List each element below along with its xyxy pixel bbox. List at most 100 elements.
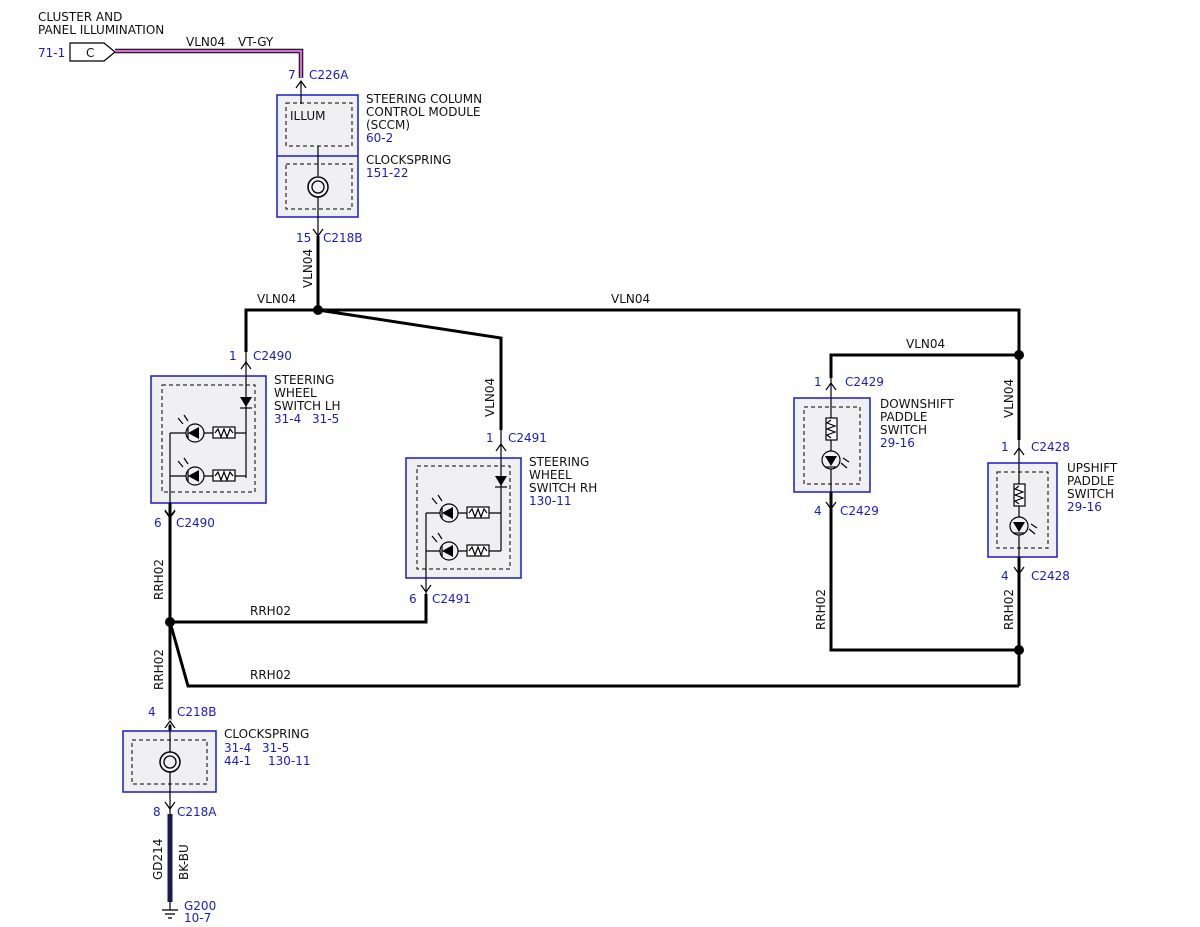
- rh-led-2-tri: [442, 545, 453, 557]
- wire-label-rrh02-up: RRH02: [1002, 589, 1016, 630]
- connector-c-letter: C: [86, 46, 94, 60]
- ground-ref[interactable]: 10-7: [184, 911, 211, 925]
- clock-low-pin-bottom: 8: [153, 805, 161, 819]
- lh-conn-bottom[interactable]: C2490: [176, 516, 215, 530]
- clockspring-icon-top-inner: [311, 180, 325, 194]
- lh-title-3: SWITCH LH: [274, 399, 341, 413]
- up-pin-top: 1: [1001, 440, 1009, 454]
- rh-title-1: STEERING: [529, 455, 589, 469]
- rh-res-2-zig: [468, 545, 488, 557]
- sccm-title-1: STEERING COLUMN: [366, 92, 482, 106]
- clock-low-ref-3[interactable]: 44-1: [224, 754, 251, 768]
- rh-pin-bottom: 6: [409, 592, 417, 606]
- rh-conn-bottom[interactable]: C2491: [432, 592, 471, 606]
- lh-led-1-rays: [177, 414, 189, 425]
- sccm-ref[interactable]: 60-2: [366, 131, 393, 145]
- rh-led-1-tri: [442, 507, 453, 519]
- wire-label-rrh02-lh: RRH02: [152, 559, 166, 600]
- down-ref[interactable]: 29-16: [880, 436, 915, 450]
- sccm-conn-bottom[interactable]: C218B: [323, 231, 363, 245]
- sccm-clock-title: CLOCKSPRING: [366, 153, 451, 167]
- rh-resistor-1-icon: [466, 506, 490, 519]
- sccm-clock-ref[interactable]: 151-22: [366, 166, 409, 180]
- wire-label-rrh02-long: RRH02: [250, 668, 291, 682]
- splice-rrh02-right: [1014, 645, 1024, 655]
- rh-pin-top: 1: [486, 431, 494, 445]
- rh-led-1-rays: [431, 494, 443, 505]
- lh-ref-1[interactable]: 31-4: [274, 412, 301, 426]
- down-conn-top[interactable]: C2429: [845, 375, 884, 389]
- clock-low-ref-4[interactable]: 130-11: [268, 754, 311, 768]
- sccm-pin-bottom: 15: [296, 231, 311, 245]
- rh-resistor-2-icon: [466, 544, 490, 557]
- connector-c-shape: [69, 42, 116, 62]
- wire-label-vln04-rh: VLN04: [483, 378, 497, 417]
- clock-low-bottom-arrow: [164, 801, 176, 811]
- clock-low-ref-2[interactable]: 31-5: [262, 741, 289, 755]
- lh-conn-top[interactable]: C2490: [253, 349, 292, 363]
- up-led-tri: [1013, 522, 1025, 532]
- ground-name[interactable]: G200: [184, 899, 216, 913]
- clock-low-ref-1[interactable]: 31-4: [224, 741, 251, 755]
- switch-lh-dash: [161, 384, 256, 493]
- down-led-tri: [825, 456, 837, 466]
- wire-rrh02-down: [829, 492, 1019, 652]
- clock-low-top-arrow: [164, 719, 176, 729]
- up-pin-bottom: 4: [1001, 569, 1009, 583]
- down-pin-top: 1: [814, 375, 822, 389]
- up-conn-bottom[interactable]: C2428: [1031, 569, 1070, 583]
- sccm-title-3: (SCCM): [366, 118, 410, 132]
- rh-conn-top[interactable]: C2491: [508, 431, 547, 445]
- rh-diode-icon: [495, 476, 507, 486]
- clock-low-conn-bottom[interactable]: C218A: [177, 805, 217, 819]
- up-ref[interactable]: 29-16: [1067, 500, 1102, 514]
- lh-res-1-zig: [214, 427, 234, 439]
- source-title-2: PANEL ILLUMINATION: [38, 23, 164, 37]
- clockspring-icon-low: [159, 751, 181, 773]
- downshift-switch-box[interactable]: [793, 397, 871, 493]
- source-title-1: CLUSTER AND: [38, 10, 122, 24]
- sccm-illum-dash: [285, 102, 353, 147]
- lh-res-2-zig: [214, 470, 234, 482]
- lh-pin-top: 1: [229, 349, 237, 363]
- source-ref[interactable]: 71-1: [38, 46, 65, 60]
- down-title-2: PADDLE: [880, 410, 927, 424]
- sccm-conn-top[interactable]: C226A: [309, 68, 349, 82]
- up-title-1: UPSHIFT: [1067, 461, 1118, 475]
- up-title-2: PADDLE: [1067, 474, 1114, 488]
- lh-bottom-arrow: [164, 509, 176, 519]
- wire-label-rrh02-mid: RRH02: [250, 604, 291, 618]
- clock-low-pin-top: 4: [148, 705, 156, 719]
- wire-rrh02-to-rh: [170, 594, 428, 624]
- sccm-title-2: CONTROL MODULE: [366, 105, 481, 119]
- clock-low-conn-top[interactable]: C218B: [177, 705, 217, 719]
- rh-ref[interactable]: 130-11: [529, 494, 572, 508]
- clockspring-icon-low-inner: [163, 755, 177, 769]
- wire-vln04-paddle: [829, 353, 1019, 378]
- down-conn-bottom[interactable]: C2429: [840, 504, 879, 518]
- rh-led-2-rays: [431, 532, 443, 543]
- down-title-3: SWITCH: [880, 423, 927, 437]
- wire-label-vln04-vert-1: VLN04: [301, 249, 315, 288]
- sccm-pin-top: 7: [288, 68, 296, 82]
- switch-lh-box[interactable]: [150, 375, 267, 504]
- lh-led-1-tri: [188, 427, 199, 439]
- rh-title-3: SWITCH RH: [529, 481, 597, 495]
- lh-led-2-rays: [177, 457, 189, 468]
- lh-ref-2[interactable]: 31-5: [312, 412, 339, 426]
- downshift-dash: [803, 406, 861, 485]
- wire-label-rrh02-clock: RRH02: [152, 649, 166, 690]
- sccm-illum-label: ILLUM: [290, 109, 325, 123]
- switch-rh-box[interactable]: [405, 457, 522, 579]
- down-res-zig: [825, 419, 837, 439]
- lh-diode-icon: [240, 397, 252, 407]
- up-led-rays: [1028, 523, 1038, 535]
- sccm-clock-dash: [285, 163, 353, 210]
- wire-label-vt-gy: VT-GY: [238, 35, 274, 49]
- lh-title-2: WHEEL: [274, 386, 317, 400]
- upshift-switch-box[interactable]: [987, 462, 1058, 558]
- wire-vln04-to-rh: [317, 308, 503, 430]
- wire-vt-gy: [115, 49, 303, 78]
- up-conn-top[interactable]: C2428: [1031, 440, 1070, 454]
